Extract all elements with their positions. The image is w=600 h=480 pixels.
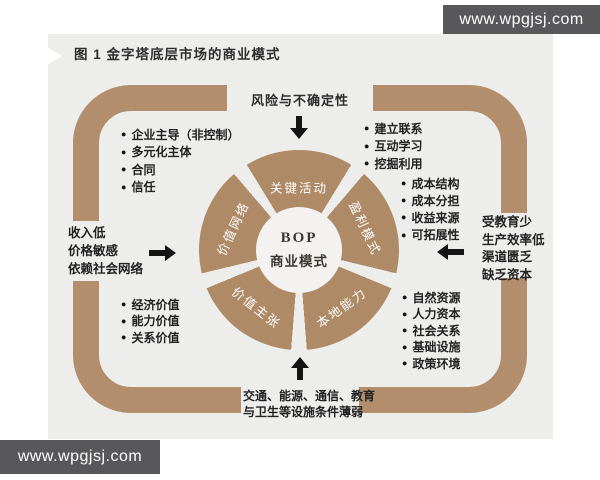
center-title: BOP <box>280 230 318 246</box>
donut-center: BOP 商业模式 <box>256 207 342 293</box>
list-item: 建立联系 <box>364 120 422 138</box>
bullet-icon <box>401 227 411 244</box>
bullet-icon <box>121 179 131 197</box>
list-item: 成本分担 <box>401 192 459 209</box>
bullet-icon <box>121 314 131 331</box>
bullet-icon <box>364 138 374 156</box>
bullet-icon <box>364 155 374 173</box>
arrow-stem <box>149 250 165 256</box>
list-governance: 企业主导（非控制） 多元化主体 合同 信任 <box>121 126 239 196</box>
watermark-bar-bottom: www.wpgjsj.com <box>0 440 160 474</box>
list-learning: 建立联系 互动学习 挖掘利用 <box>364 120 422 173</box>
bop-donut-chart: BOP 商业模式 关键活动 盈利模式 本地能力 价值主张 价值网络 <box>199 150 399 350</box>
list-item: 可拓展性 <box>401 227 459 244</box>
list-item: 人力资本 <box>402 307 460 324</box>
bullet-icon <box>401 192 411 209</box>
bullet-icon <box>402 356 412 373</box>
bullet-icon <box>401 175 411 192</box>
text-infrastructure-note: 交通、能源、通信、教育 与卫生等设施条件薄弱 <box>243 389 376 419</box>
bullet-icon <box>364 120 374 138</box>
list-item: 合同 <box>121 161 239 179</box>
list-item: 成本结构 <box>401 175 459 192</box>
chevron-right-icon <box>47 47 62 65</box>
bullet-icon <box>121 161 131 179</box>
arrow-right-icon <box>149 245 176 261</box>
arrow-head <box>291 357 309 368</box>
bullet-icon <box>121 297 131 314</box>
figure-title: 图 1 金字塔底层市场的商业模式 <box>74 47 281 62</box>
watermark-text: www.wpgjsj.com <box>459 10 584 28</box>
arrow-stem <box>448 249 464 255</box>
list-item: 能力价值 <box>121 314 179 331</box>
arrow-left-icon <box>437 244 464 260</box>
list-value-types: 经济价值 能力价值 关系价值 <box>121 297 179 347</box>
bullet-icon <box>121 330 131 347</box>
arrow-up-icon <box>291 357 309 380</box>
list-item: 经济价值 <box>121 297 179 314</box>
bullet-icon <box>401 209 411 226</box>
list-item: 自然资源 <box>402 290 460 307</box>
list-item: 互动学习 <box>364 138 422 156</box>
arrow-stem <box>296 116 302 128</box>
segment-profit-model: 盈利模式 <box>346 199 384 258</box>
text-producer-constraints: 受教育少 生产效率低 渠道匮乏 缺乏资本 <box>482 215 545 282</box>
bullet-icon <box>121 144 131 162</box>
bullet-icon <box>402 323 412 340</box>
segment-key-activities: 关键活动 <box>269 181 329 196</box>
watermark-bar-top: www.wpgjsj.com <box>443 5 600 34</box>
watermark-text: www.wpgjsj.com <box>17 448 143 465</box>
list-item: 企业主导（非控制） <box>121 126 239 144</box>
top-factor-label: 风险与不确定性 <box>250 93 349 108</box>
list-item: 关系价值 <box>121 330 179 347</box>
bullet-icon <box>402 307 412 324</box>
bullet-icon <box>402 340 412 357</box>
segment-local-capability: 本地能力 <box>314 285 370 331</box>
arrow-head <box>437 244 448 260</box>
arrow-head <box>165 245 176 261</box>
center-subtitle: 商业模式 <box>270 254 328 269</box>
bullet-icon <box>121 126 131 144</box>
arrow-stem <box>297 368 303 380</box>
ring-gap-right <box>499 213 531 278</box>
list-local-resources: 自然资源 人力资本 社会关系 基础设施 政策环境 <box>402 290 460 373</box>
segment-value-network: 价值网络 <box>214 199 252 258</box>
arrow-head <box>290 128 308 139</box>
list-profit-structure: 成本结构 成本分担 收益来源 可拓展性 <box>401 175 459 244</box>
ring-gap-bottom <box>241 385 359 417</box>
text-consumer-traits: 收入低 价格敏感 依赖社会网络 <box>68 226 144 276</box>
list-item: 基础设施 <box>402 340 460 357</box>
arrow-down-icon <box>290 116 308 139</box>
ring-gap-top <box>227 83 373 115</box>
bullet-icon <box>402 290 412 307</box>
segment-value-proposition: 价值主张 <box>228 284 284 332</box>
list-item: 多元化主体 <box>121 144 239 162</box>
list-item: 收益来源 <box>401 209 459 226</box>
list-item: 挖掘利用 <box>364 155 422 173</box>
ring-gap-left <box>69 221 101 281</box>
list-item: 信任 <box>121 179 239 197</box>
list-item: 社会关系 <box>402 323 460 340</box>
list-item: 政策环境 <box>402 356 460 373</box>
